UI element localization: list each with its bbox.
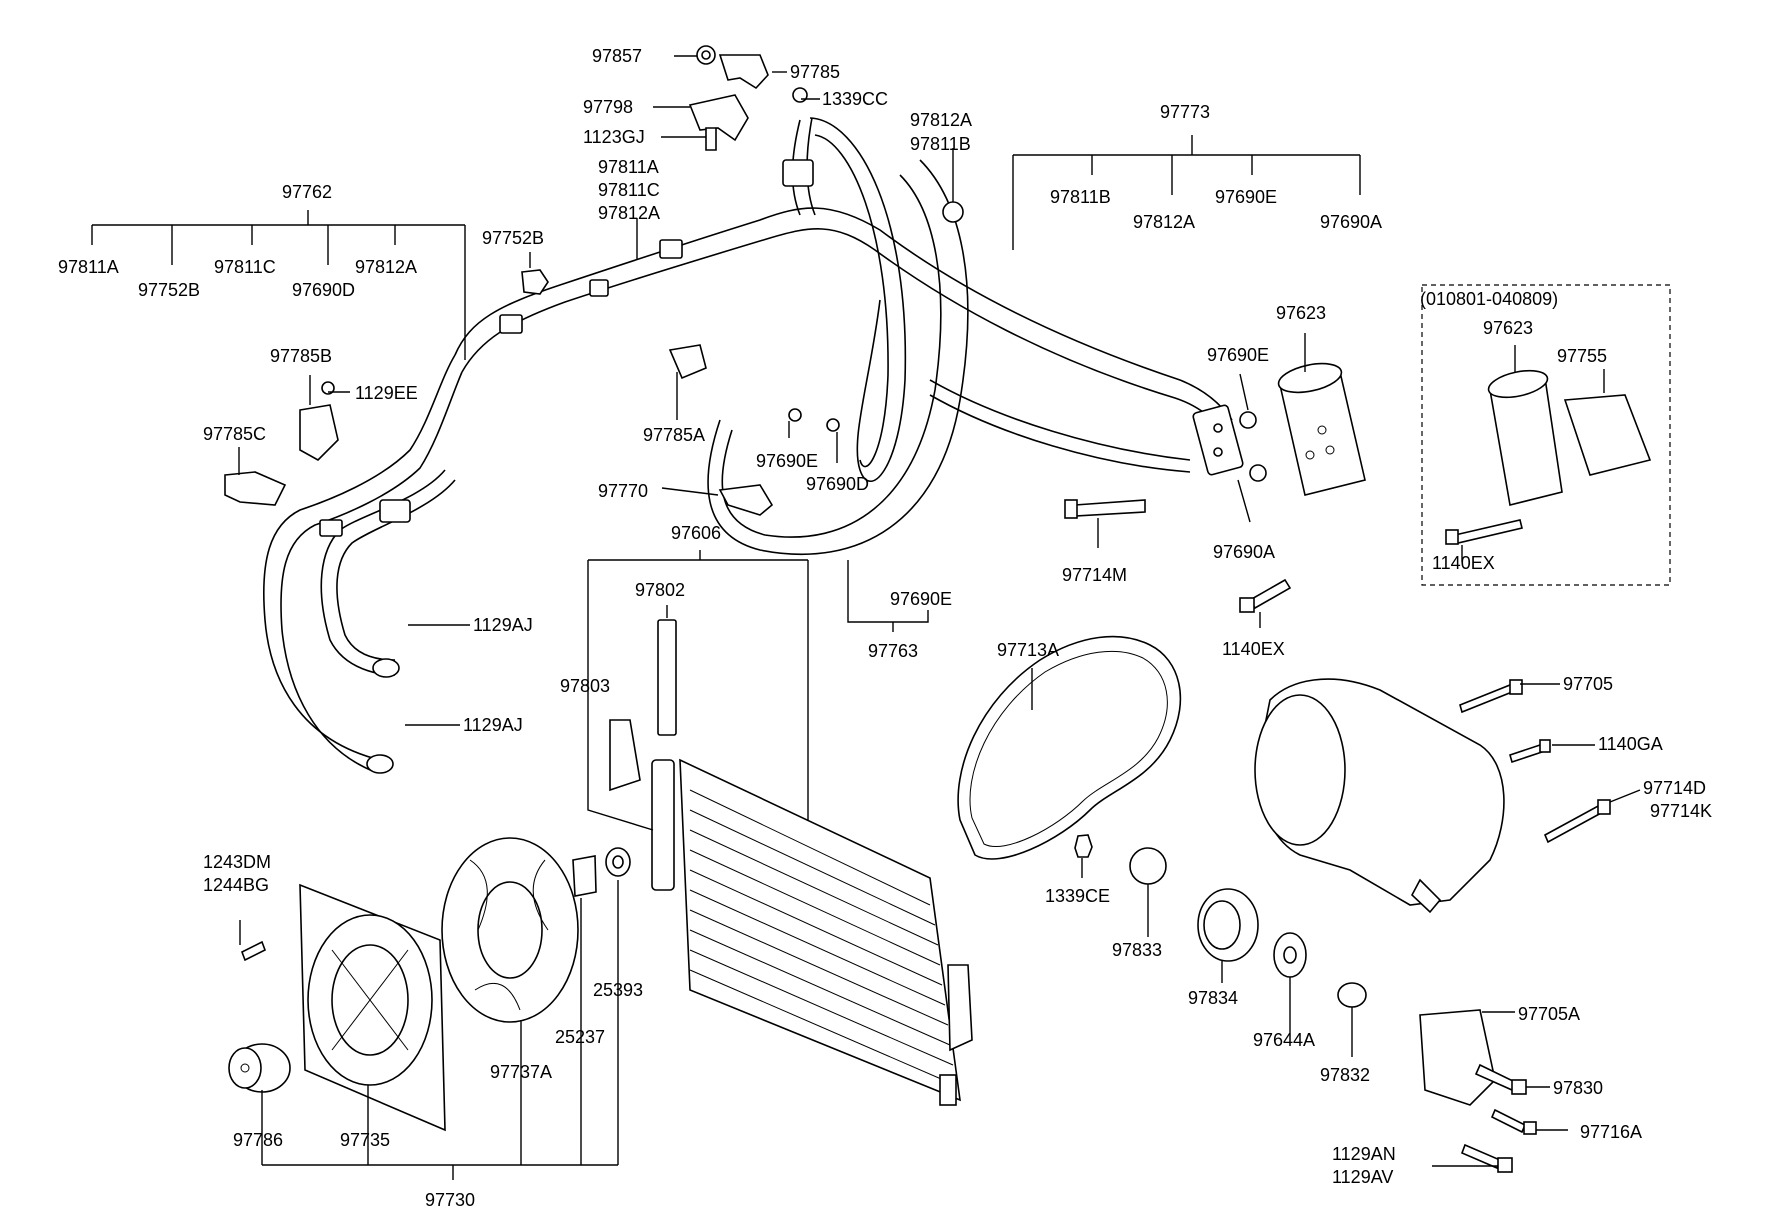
label-97755: 97755	[1557, 346, 1607, 366]
leader-lines	[91, 55, 1641, 1180]
label-97752B-left: 97752B	[138, 280, 200, 300]
label-97606: 97606	[671, 523, 721, 543]
label-1244BG: 1244BG	[203, 875, 269, 895]
label-97798: 97798	[583, 97, 633, 117]
label-1140EX-box: 1140EX	[1432, 553, 1495, 573]
label-97690E-mid: 97690E	[756, 451, 818, 471]
compressor	[1074, 678, 1611, 1173]
label-1140EX-mid: 1140EX	[1222, 639, 1285, 659]
label-1129AV: 1129AV	[1332, 1167, 1393, 1187]
label-1339CE: 1339CE	[1045, 886, 1110, 906]
label-97803: 97803	[560, 676, 610, 696]
label-97690E-low: 97690E	[890, 589, 952, 609]
label-97811C-mid: 97811C	[598, 180, 660, 200]
label-97735: 97735	[340, 1130, 390, 1150]
label-97812A-left: 97812A	[355, 257, 417, 277]
label-97714K: 97714K	[1650, 801, 1712, 821]
receiver-drier	[1064, 362, 1366, 613]
label-97785C: 97785C	[203, 424, 266, 444]
label-1129EE: 1129EE	[355, 383, 418, 403]
label-97857: 97857	[592, 46, 642, 66]
label-97811A-left: 97811A	[58, 257, 119, 277]
label-97763: 97763	[868, 641, 918, 661]
label-25393: 25393	[593, 980, 643, 1000]
fan-shroud-assembly	[228, 837, 631, 1132]
label-1123GJ: 1123GJ	[583, 127, 645, 147]
label-97812A-mid: 97812A	[598, 203, 660, 223]
condenser	[609, 619, 973, 1106]
label-97785: 97785	[790, 62, 840, 82]
label-97705A: 97705A	[1518, 1004, 1580, 1024]
label-1140GA: 1140GA	[1598, 734, 1663, 754]
label-97737A: 97737A	[490, 1062, 552, 1082]
label-97773: 97773	[1160, 102, 1210, 122]
label-97834: 97834	[1188, 988, 1238, 1008]
label-date-range: (010801-040809)	[1420, 289, 1558, 309]
label-97690D-mid: 97690D	[806, 474, 869, 494]
label-97713A: 97713A	[997, 640, 1059, 660]
label-97830: 97830	[1553, 1078, 1603, 1098]
label-1339CC: 1339CC	[822, 89, 888, 109]
label-1243DM: 1243DM	[203, 852, 271, 872]
label-97690E-right: 97690E	[1215, 187, 1277, 207]
label-97811A-mid: 97811A	[598, 157, 659, 177]
label-97811C-left: 97811C	[214, 257, 276, 277]
label-97812A-top: 97812A	[910, 110, 972, 130]
label-1129AJ-lower: 1129AJ	[463, 715, 523, 735]
label-97770: 97770	[598, 481, 648, 501]
part-labels: 97857 97785 1339CC 97798 1123GJ 97812A 9…	[58, 46, 1712, 1210]
label-97811B-right: 97811B	[1050, 187, 1111, 207]
label-97752B-right: 97752B	[482, 228, 544, 248]
label-97762: 97762	[282, 182, 332, 202]
hose-assembly	[224, 45, 1267, 774]
label-97690A-right: 97690A	[1320, 212, 1382, 232]
label-1129AJ-upper: 1129AJ	[473, 615, 533, 635]
label-97785A: 97785A	[643, 425, 705, 445]
label-97690A-drier: 97690A	[1213, 542, 1275, 562]
label-97714D: 97714D	[1643, 778, 1706, 798]
label-25237: 25237	[555, 1027, 605, 1047]
drive-belt	[957, 635, 1182, 860]
label-97623: 97623	[1276, 303, 1326, 323]
label-97811B-top: 97811B	[910, 134, 971, 154]
label-97714M: 97714M	[1062, 565, 1127, 585]
label-1129AN: 1129AN	[1332, 1144, 1396, 1164]
label-97832: 97832	[1320, 1065, 1370, 1085]
label-97730: 97730	[425, 1190, 475, 1210]
label-97644A: 97644A	[1253, 1030, 1315, 1050]
label-97785B: 97785B	[270, 346, 332, 366]
label-97690D-left: 97690D	[292, 280, 355, 300]
label-97802: 97802	[635, 580, 685, 600]
label-97623-box: 97623	[1483, 318, 1533, 338]
label-97690E-drier: 97690E	[1207, 345, 1269, 365]
label-97705: 97705	[1563, 674, 1613, 694]
label-97812A-right: 97812A	[1133, 212, 1195, 232]
label-97786: 97786	[233, 1130, 283, 1150]
label-97716A: 97716A	[1580, 1122, 1642, 1142]
alternate-drier-box	[1421, 284, 1671, 586]
label-97833: 97833	[1112, 940, 1162, 960]
